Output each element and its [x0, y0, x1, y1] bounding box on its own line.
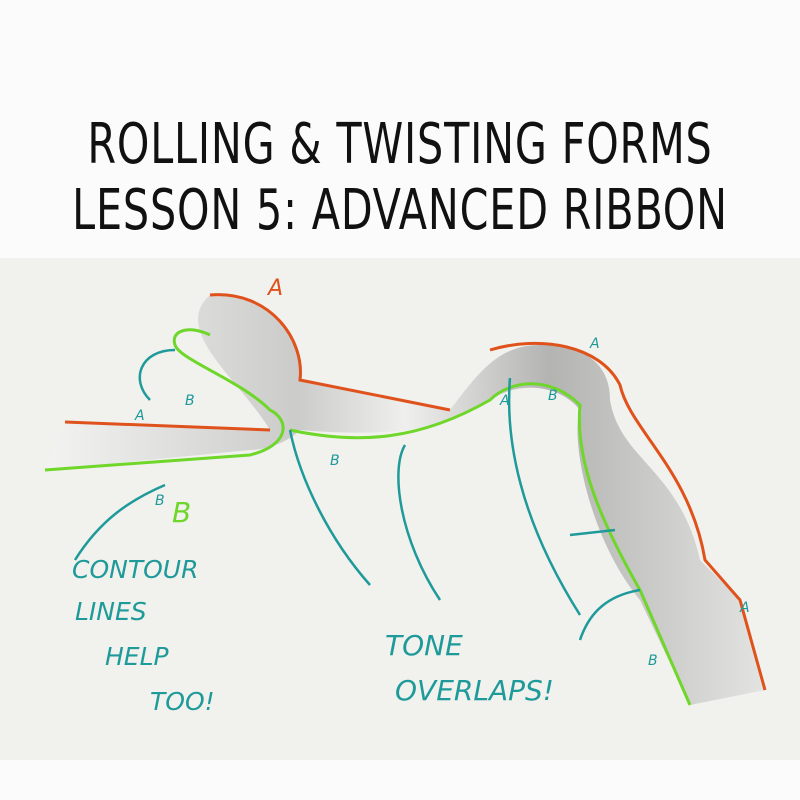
- arrow: [507, 377, 582, 616]
- arrow: [73, 483, 166, 561]
- contour-note-line: HELP: [105, 642, 170, 671]
- edge-a-line: [64, 420, 271, 432]
- contour-note-line: LINES: [75, 597, 147, 626]
- tone-note-line: OVERLAPS!: [395, 674, 554, 707]
- edge-b-line: [44, 328, 285, 472]
- edge-a-label: A: [266, 276, 283, 301]
- edge-a-label: A: [589, 336, 600, 352]
- edge-b-label: B: [330, 453, 340, 469]
- arrow: [288, 429, 371, 586]
- edge-b-label: B: [172, 496, 191, 529]
- arrow: [578, 588, 641, 641]
- contour-note-line: CONTOUR: [72, 555, 198, 584]
- edge-a-line: [489, 341, 767, 691]
- edge-a-label: A: [499, 393, 510, 409]
- arrow: [569, 528, 616, 537]
- arrow: [138, 348, 176, 401]
- edge-b-label: B: [185, 393, 195, 409]
- edge-a-label: A: [739, 600, 750, 616]
- edge-b-label: B: [548, 388, 558, 404]
- edge-a-line: [209, 293, 451, 412]
- edge-b-label: B: [648, 653, 658, 669]
- tone-note-line: TONE: [385, 629, 463, 662]
- title-line-1: ROLLING & TWISTING FORMS: [87, 112, 713, 177]
- ribbon-body: [45, 294, 765, 705]
- contour-note-line: TOO!: [150, 687, 215, 716]
- arrow: [397, 444, 442, 601]
- edge-b-label: B: [155, 493, 165, 509]
- edge-b-line: [289, 382, 692, 706]
- title-line-2: LESSON 5: ADVANCED RIBBON: [72, 178, 728, 243]
- edge-a-label: A: [134, 408, 145, 424]
